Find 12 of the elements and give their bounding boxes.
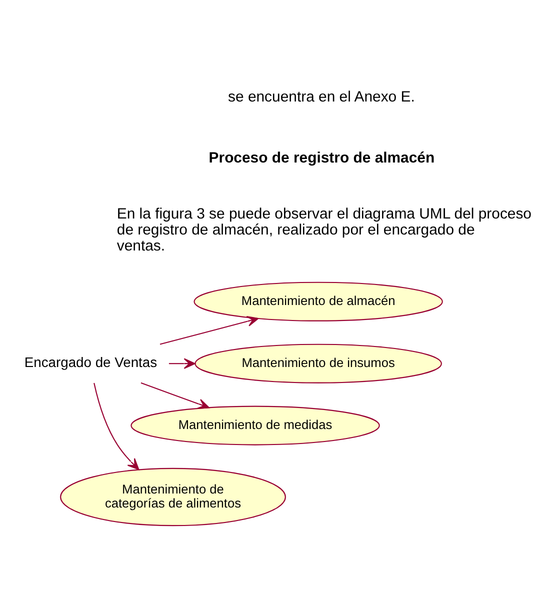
arrow bbox=[94, 382, 140, 470]
node-ellipse: Mantenimiento de medidas bbox=[130, 406, 380, 446]
arrow bbox=[160, 316, 259, 345]
node-ellipse: Mantenimiento de categorías de alimentos bbox=[60, 468, 286, 526]
arrow bbox=[168, 358, 196, 369]
label: se encuentra en el Anexo E. bbox=[228, 88, 415, 106]
node-ellipse: Mantenimiento de almacén bbox=[194, 282, 443, 322]
arrow bbox=[140, 382, 210, 410]
label: Proceso de registro de almacén bbox=[208, 149, 435, 166]
node-ellipse: Mantenimiento de insumos bbox=[194, 344, 442, 384]
label: En la figura 3 se puede observar el diagrama UML del proceso de registro de almacén, realizado por el encargado de ventas. bbox=[116, 205, 532, 255]
node-text: Encargado de Ventas bbox=[24, 354, 158, 370]
